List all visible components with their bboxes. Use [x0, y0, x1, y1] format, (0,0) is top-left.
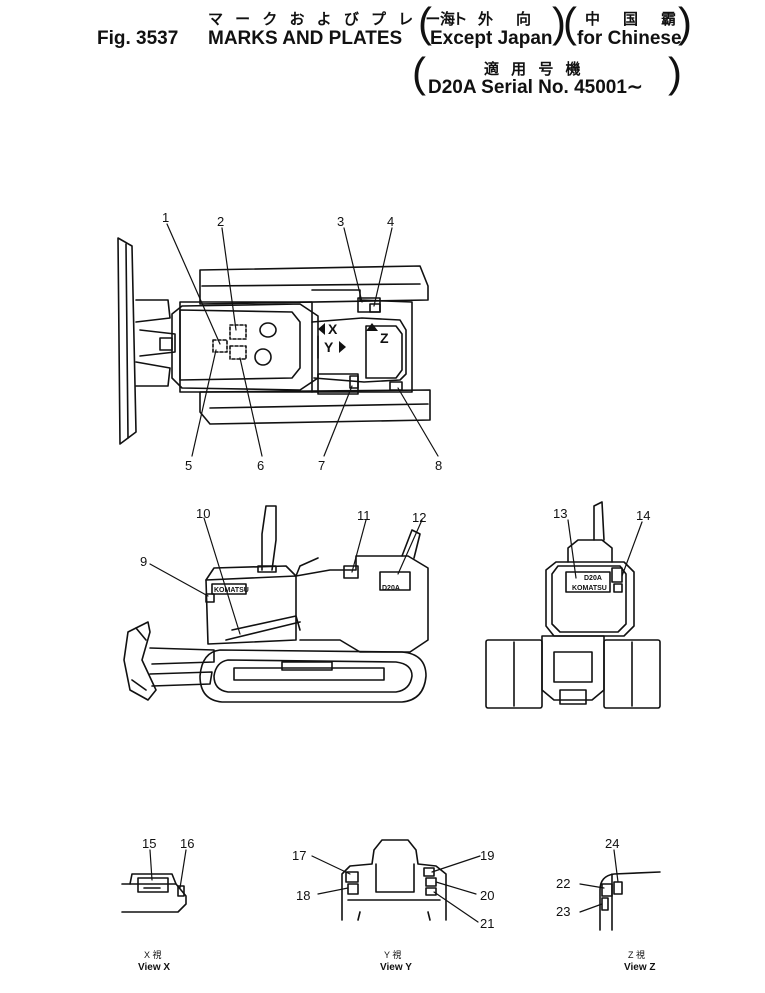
callout-8: 8 — [435, 458, 442, 473]
view-x-leaders — [149, 849, 187, 889]
callout-12: 12 — [412, 510, 426, 525]
top-view-leaders — [166, 223, 439, 457]
callout-2: 2 — [217, 214, 224, 229]
open-paren: ( — [418, 0, 432, 46]
view-y-callouts: 17 18 19 20 21 — [292, 848, 494, 931]
callout-7: 7 — [318, 458, 325, 473]
view-x-callouts: 15 16 — [142, 836, 194, 851]
callout-14: 14 — [636, 508, 650, 523]
rear-model-plate: D20A — [584, 575, 602, 582]
view-z-detail — [599, 871, 661, 931]
figure-number: Fig. 3537 — [97, 28, 179, 49]
side-brand-plate: KOMATSU — [214, 587, 249, 594]
view-z-leaders — [579, 849, 619, 913]
top-view-callouts: 1 2 3 4 5 6 7 8 — [162, 210, 442, 473]
arrow-z-icon — [366, 323, 378, 331]
view-z-caption-jp: Z 視 — [628, 949, 645, 960]
destination-en-1: Except Japan — [430, 28, 553, 49]
rear-view-leaders — [567, 519, 643, 579]
arrow-z-label: Z — [380, 330, 389, 346]
view-arrows — [318, 323, 378, 353]
view-y-caption: View Y — [380, 962, 412, 973]
title-japanese: マ ー ク お よ び プ レ ー ト — [208, 11, 472, 28]
arrow-y-label: Y — [324, 339, 334, 355]
destination-jp-1: 海 外 向 — [440, 11, 536, 28]
destination-jp-2: 中 国 霸 — [585, 11, 681, 28]
close-paren: ) — [668, 49, 682, 96]
view-x-detail — [121, 873, 187, 913]
open-paren: ( — [563, 0, 577, 46]
callout-4: 4 — [387, 214, 394, 229]
callout-18: 18 — [296, 888, 310, 903]
rear-brand-plate: KOMATSU — [572, 585, 607, 592]
callout-22: 22 — [556, 876, 570, 891]
serial-number: D20A Serial No. 45001∼ — [428, 77, 643, 98]
view-y-leaders — [311, 855, 481, 923]
callout-17: 17 — [292, 848, 306, 863]
callout-16: 16 — [180, 836, 194, 851]
callout-11: 11 — [357, 508, 371, 523]
callout-10: 10 — [196, 506, 210, 521]
close-paren: ) — [552, 0, 566, 46]
rear-view-callouts: 13 14 — [553, 506, 650, 523]
open-paren: ( — [412, 49, 426, 96]
callout-20: 20 — [480, 888, 494, 903]
callout-13: 13 — [553, 506, 567, 521]
destination-en-2: for Chinese — [577, 28, 682, 49]
callout-9: 9 — [140, 554, 147, 569]
callout-15: 15 — [142, 836, 156, 851]
close-paren: ) — [678, 0, 692, 46]
callout-21: 21 — [480, 916, 494, 931]
rear-view-dozer — [485, 501, 661, 709]
top-view-dozer — [117, 237, 431, 445]
arrow-x-label: X — [328, 321, 338, 337]
side-view-callouts: 9 10 11 12 — [140, 506, 426, 569]
title-english: MARKS AND PLATES — [208, 28, 403, 49]
arrow-y-icon — [339, 341, 346, 353]
callout-19: 19 — [480, 848, 494, 863]
side-model-plate: D20A — [382, 585, 400, 592]
view-y-caption-jp: Y 視 — [384, 949, 401, 960]
side-view-leaders — [149, 517, 423, 635]
view-x-caption: View X — [138, 962, 170, 973]
callout-6: 6 — [257, 458, 264, 473]
arrow-x-icon — [318, 323, 325, 335]
callout-24: 24 — [605, 836, 619, 851]
callout-23: 23 — [556, 904, 570, 919]
side-view-dozer — [123, 505, 429, 703]
view-z-callouts: 24 22 23 — [556, 836, 619, 919]
view-z-caption: View Z — [624, 962, 656, 973]
serial-label-jp: 適 用 号 機 — [484, 61, 585, 78]
callout-5: 5 — [185, 458, 192, 473]
view-y-detail — [341, 839, 447, 921]
view-x-caption-jp: X 視 — [144, 949, 162, 960]
callout-3: 3 — [337, 214, 344, 229]
callout-1: 1 — [162, 210, 169, 225]
